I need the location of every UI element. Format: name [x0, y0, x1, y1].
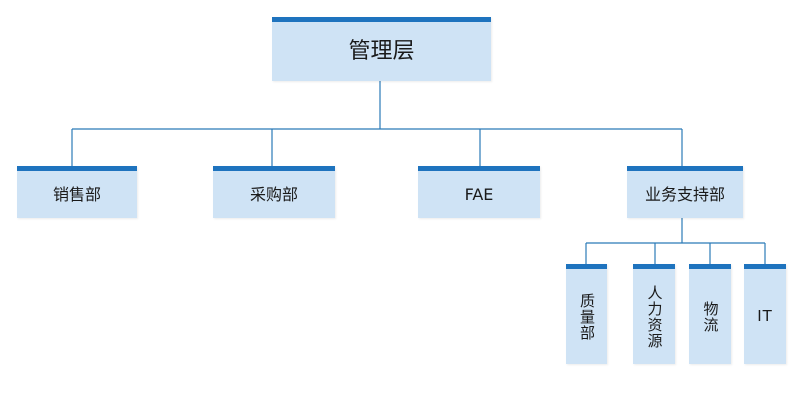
node-management-label: 管理层 — [348, 38, 415, 64]
node-business-support-label: 业务支持部 — [644, 184, 725, 204]
node-fae-label: FAE — [464, 184, 494, 204]
node-it-label: IT — [757, 307, 773, 325]
node-logistics-label: 物流 — [701, 300, 720, 333]
node-sales-label: 销售部 — [52, 184, 101, 204]
node-fae: FAE — [418, 166, 540, 218]
node-logistics: 物流 — [689, 264, 731, 364]
node-quality: 质量部 — [566, 264, 607, 364]
node-business-support: 业务支持部 — [627, 166, 743, 218]
node-sales: 销售部 — [17, 166, 137, 218]
node-management: 管理层 — [272, 17, 491, 81]
node-purchasing-label: 采购部 — [249, 184, 298, 204]
node-it: IT — [744, 264, 786, 364]
node-hr-label: 人力资源 — [645, 284, 664, 349]
node-hr: 人力资源 — [633, 264, 675, 364]
node-purchasing: 采购部 — [213, 166, 335, 218]
node-quality-label: 质量部 — [578, 292, 596, 341]
